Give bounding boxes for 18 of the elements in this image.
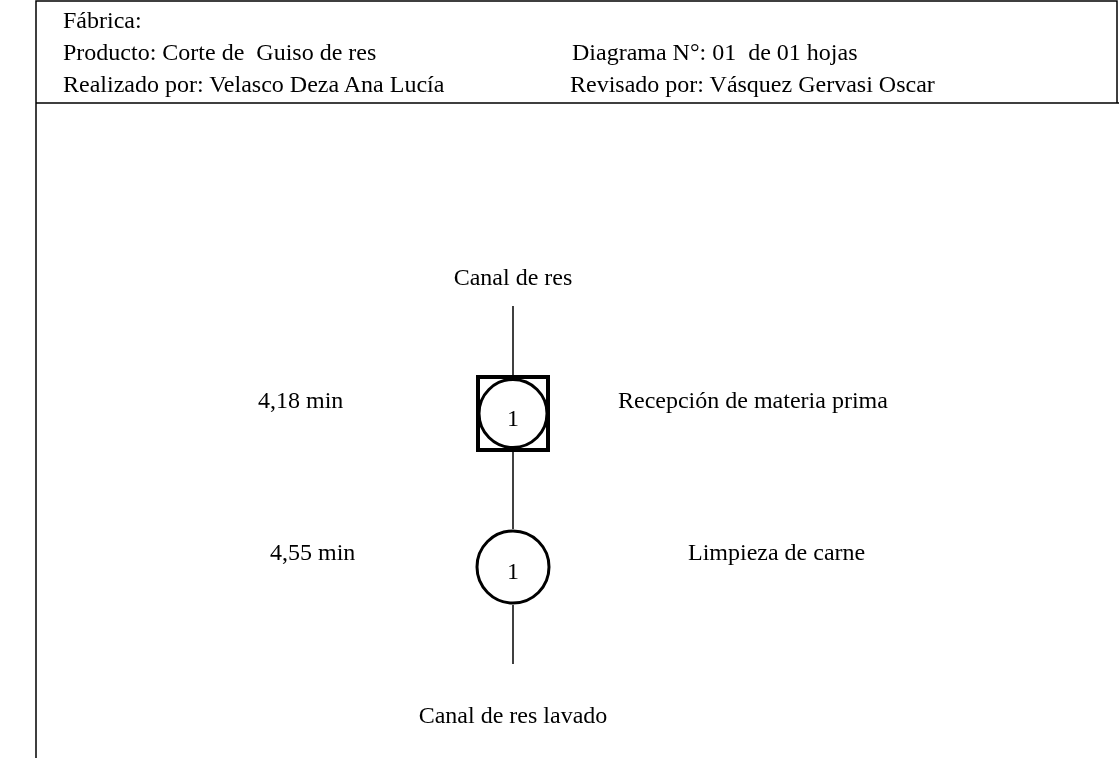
operation-symbol xyxy=(475,529,551,605)
header-text: Realizado por: Velasco Deza Ana Lucía xyxy=(63,72,445,96)
step-number: 1 xyxy=(506,559,520,583)
flow-line xyxy=(512,451,514,530)
duration-label: 4,18 min xyxy=(258,388,344,412)
header-text: Fábrica: xyxy=(63,8,142,32)
header-text: Revisado por: Vásquez Gervasi Oscar xyxy=(570,72,935,96)
material-label: Canal de res xyxy=(440,262,586,292)
header-text: Diagrama N°: 01 de 01 hojas xyxy=(572,40,858,64)
step-description: Recepción de materia prima xyxy=(618,388,888,412)
operation-inspection-symbol xyxy=(476,375,550,452)
duration-label: 4,55 min xyxy=(270,540,356,564)
header-text: Producto: Corte de Guiso de res xyxy=(63,40,377,64)
flow-line xyxy=(512,305,514,376)
material-label: Canal de res lavado xyxy=(400,700,626,730)
step-number: 1 xyxy=(506,405,520,430)
step-description: Limpieza de carne xyxy=(688,540,866,564)
flow-line xyxy=(512,604,514,665)
